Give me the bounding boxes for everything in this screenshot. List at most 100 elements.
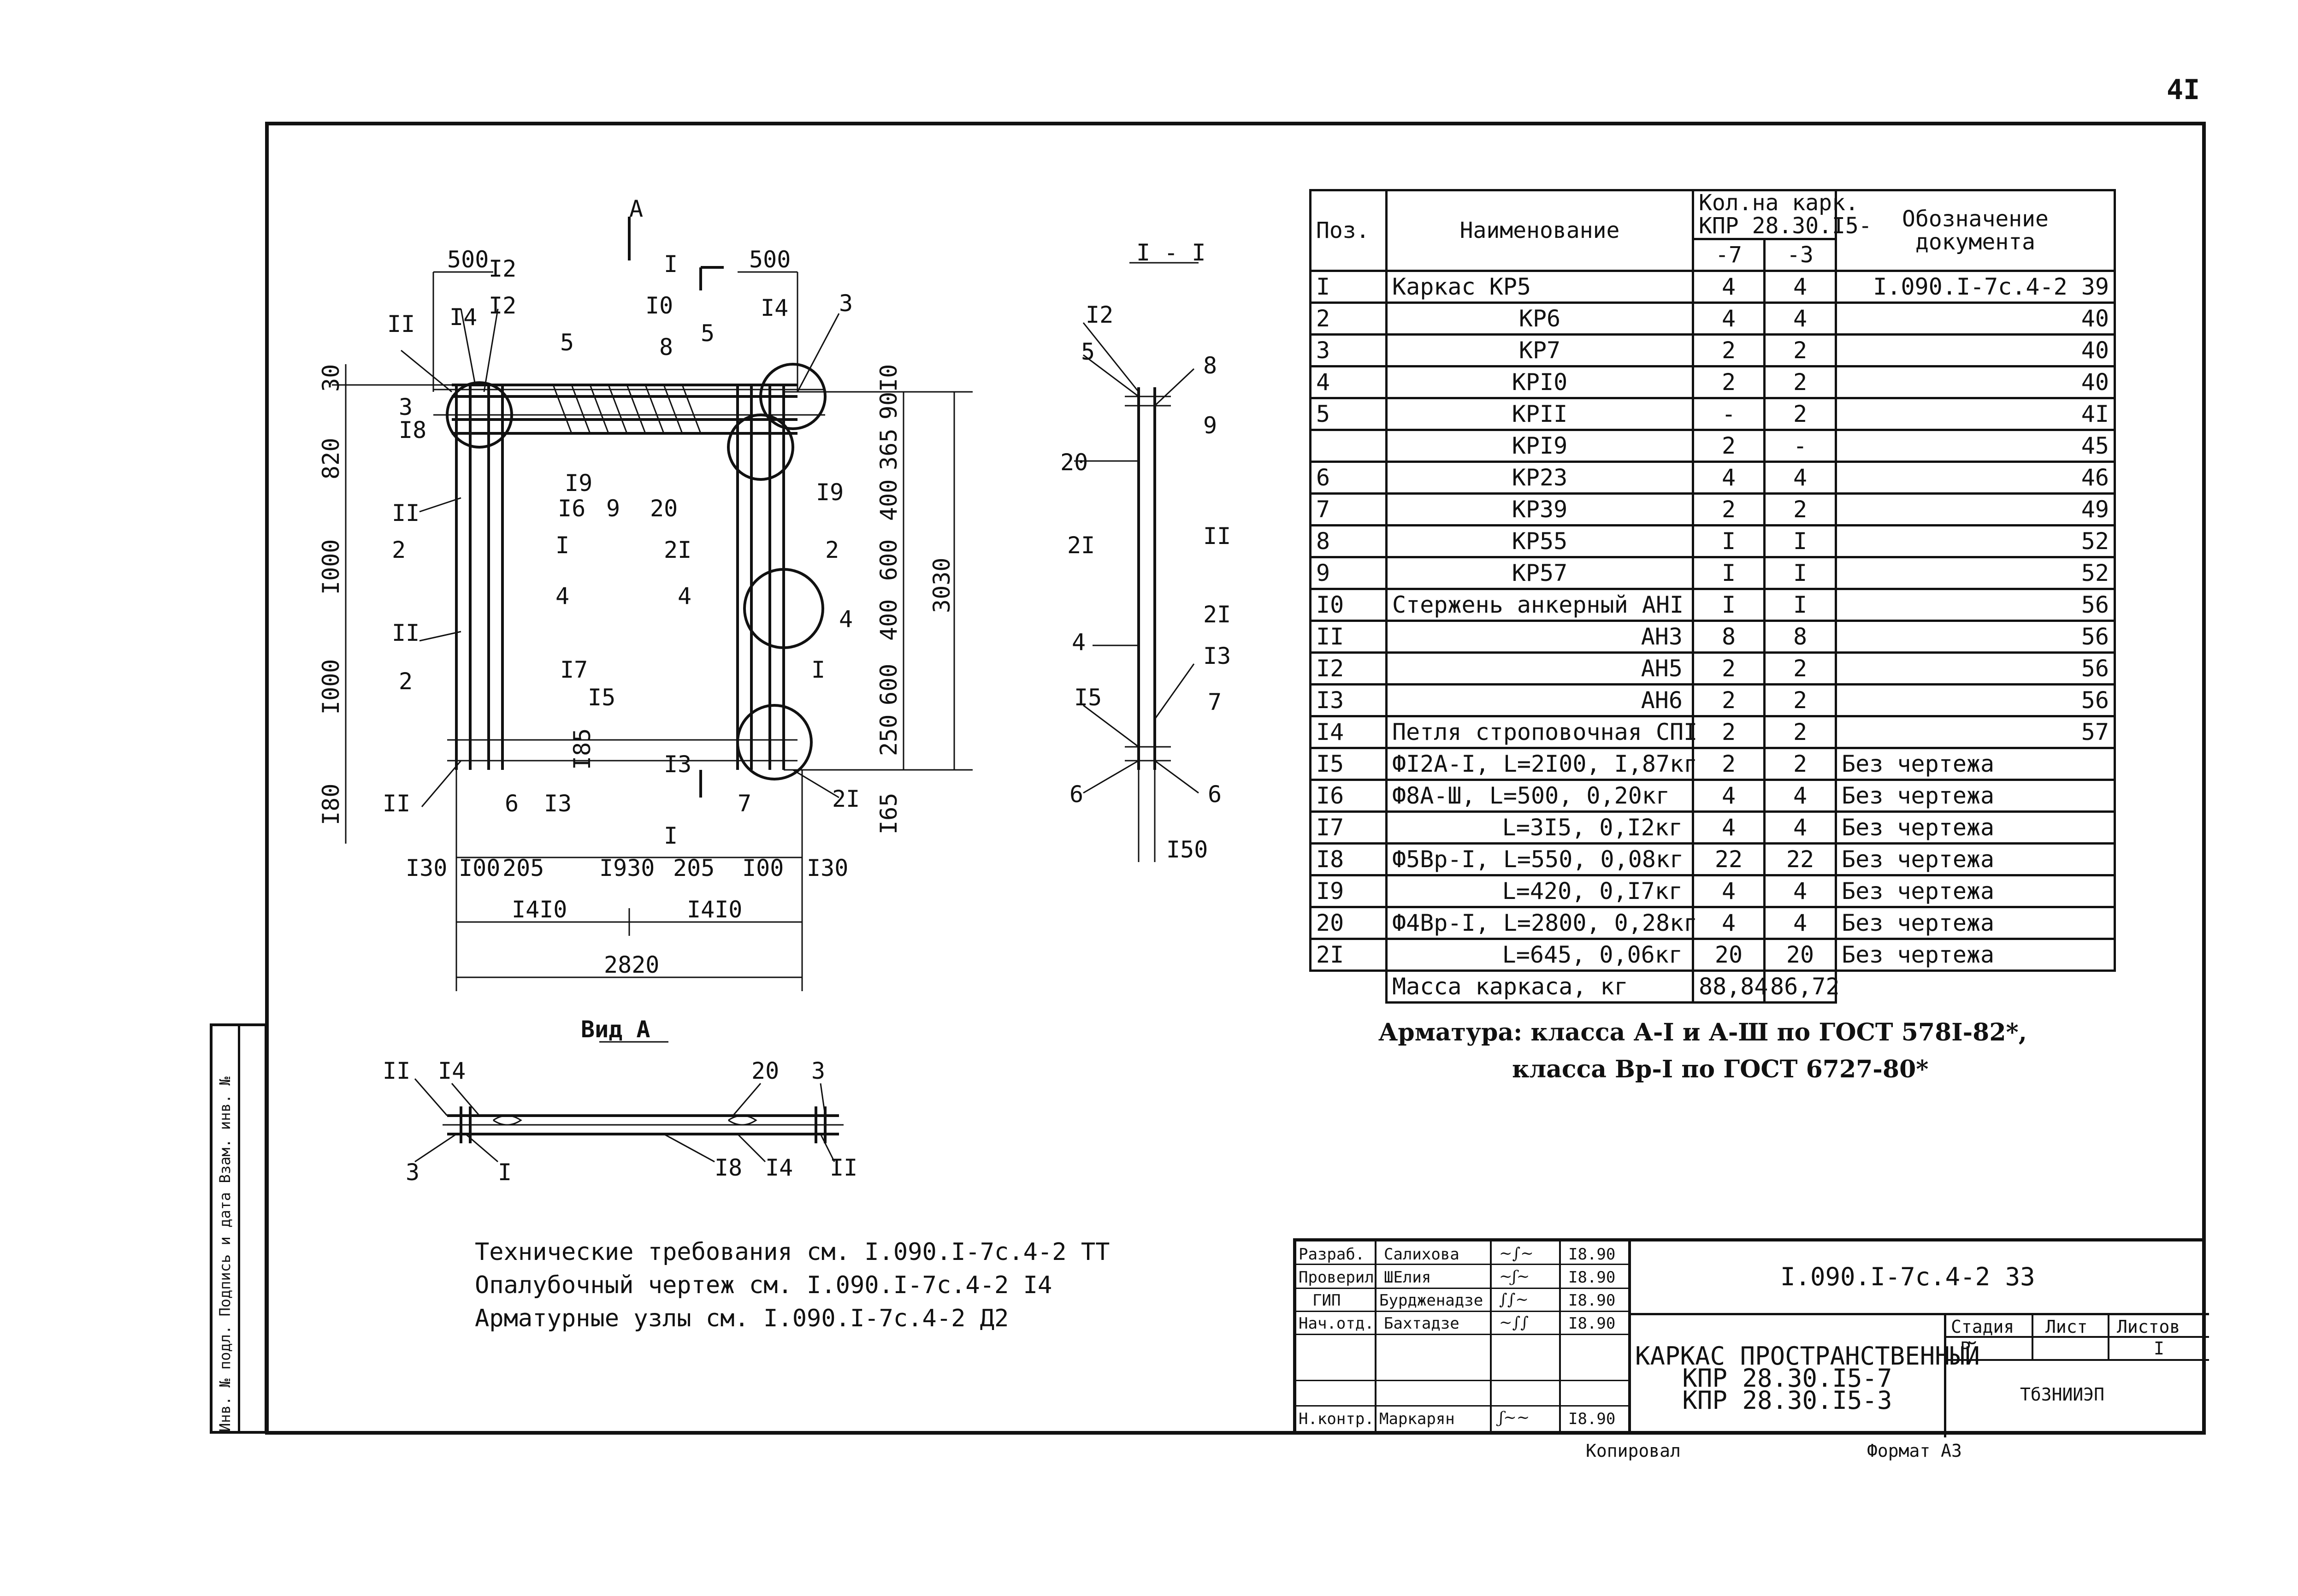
- section-mark-bottom: I: [664, 822, 678, 849]
- view-position-label: I4: [765, 1154, 793, 1181]
- header-qty-title: Кол.на карк.: [1699, 190, 1859, 216]
- date-label: I8.90: [1568, 1410, 1616, 1428]
- drawing-title: КАРКАС ПРОСТРАНСТВЕННЫЙ КПР 28.30.I5-7 К…: [1635, 1342, 1980, 1415]
- position-label: 3: [839, 290, 853, 317]
- dim-label: I00: [742, 855, 784, 881]
- dim-label: I65: [875, 793, 902, 834]
- signature-icon: ∫∫∼: [1499, 1290, 1529, 1309]
- view-position-label: 3: [406, 1159, 419, 1186]
- approval-side-strip: Инв. № подл. Подпись и дата Взам. инв. №: [210, 1023, 267, 1434]
- dim-label: 500: [749, 246, 791, 273]
- section-position-label: II: [1203, 523, 1231, 550]
- position-label: 4: [678, 583, 691, 609]
- view-position-label: I8: [715, 1154, 742, 1181]
- dim-label: 250: [875, 715, 902, 756]
- name-label: Бахтадзе: [1384, 1314, 1459, 1333]
- position-label: I: [555, 532, 569, 559]
- position-label: I9: [816, 479, 844, 506]
- side-strip-label: Инв. № подл. Подпись и дата Взам. инв. №: [216, 1076, 234, 1432]
- position-label: I4: [761, 295, 788, 321]
- header-qty: Кол.на карк. КПР 28.30.I5-: [1692, 189, 1872, 240]
- note-line: Опалубочный чертеж см. I.090.I-7с.4-2 I4: [475, 1271, 1052, 1299]
- dim-label: I000: [318, 659, 344, 715]
- section-title: I - I: [1136, 239, 1206, 266]
- date-label: I8.90: [1568, 1314, 1616, 1333]
- date-label: I8.90: [1568, 1268, 1616, 1287]
- dim-label: I85: [569, 728, 596, 770]
- section-position-label: I5: [1074, 684, 1102, 711]
- position-label: 9: [606, 495, 620, 522]
- section-position-label: 2I: [1203, 601, 1231, 628]
- section-position-label: 9: [1203, 412, 1217, 439]
- note-line: Арматурные узлы см. I.090.I-7с.4-2 Д2: [475, 1305, 1009, 1332]
- position-label: 4: [555, 583, 569, 609]
- organization-name: ТбЗНИИЭП: [2020, 1384, 2105, 1405]
- cage-plan-drawing: A I I 500 500 I2 I2 I4 I4 I0 8 5 5 3 3 I…: [318, 195, 973, 991]
- date-label: I8.90: [1568, 1245, 1616, 1264]
- dim-label: 820: [318, 438, 344, 479]
- name-label: Маркарян: [1379, 1410, 1455, 1428]
- role-label: ГИП: [1312, 1291, 1341, 1310]
- view-position-label: 20: [751, 1058, 779, 1084]
- signature-icon: ʃ∼∼: [1499, 1408, 1530, 1427]
- header-var-3: -3: [1763, 237, 1837, 272]
- section-position-label: I3: [1203, 643, 1231, 669]
- position-label: 2: [392, 537, 406, 563]
- signature-icon: ∼ʃ∼: [1499, 1267, 1530, 1286]
- name-label: Бурдженадзе: [1379, 1291, 1483, 1310]
- position-label: 4: [839, 606, 853, 632]
- section-drawing: I - I I2 5 8 9 20 2I II 2I 4 I3 I5 7 6 6…: [1060, 239, 1231, 863]
- dim-label: 600: [875, 664, 902, 705]
- position-label: I2: [489, 255, 516, 282]
- position-label: 2I: [832, 786, 860, 812]
- page-number: 4I: [2167, 74, 2200, 106]
- signature-icon: ∼∫∫: [1499, 1313, 1529, 1332]
- position-label: II: [392, 620, 419, 646]
- role-label: Разраб.: [1299, 1245, 1365, 1264]
- dim-label: 30: [318, 364, 344, 392]
- dim-label: I4I0: [512, 896, 567, 923]
- section-position-label: 2I: [1067, 532, 1095, 559]
- title-block: Разраб. Проверил ГИП Нач.отд. Н.контр. С…: [1293, 1238, 2209, 1437]
- dim-label: 90: [875, 392, 902, 420]
- view-title: Вид А: [581, 1016, 650, 1043]
- position-label: 2: [399, 668, 413, 695]
- dim-label: I00: [459, 855, 500, 881]
- header-doc-sub: документа: [1915, 229, 2036, 255]
- dim-label: 365: [875, 429, 902, 470]
- stage-value: Р: [1960, 1338, 1971, 1359]
- dim-label: 205: [673, 855, 715, 881]
- header-pos: Поз.: [1309, 189, 1388, 272]
- dim-label: I0: [875, 364, 902, 392]
- dim-label: I30: [406, 855, 447, 881]
- section-position-label: 7: [1208, 689, 1222, 715]
- specification-table: Поз. Наименование Кол.на карк. КПР 28.30…: [1309, 189, 2116, 1004]
- mass-label: Масса каркаса, кг: [1385, 969, 1694, 1004]
- position-label: 2: [825, 537, 839, 563]
- reinforcement-note-line2: класса Вр-I по ГОСТ 6727-80*: [1512, 1055, 1929, 1083]
- position-label: 2I: [664, 537, 691, 563]
- section-position-label: 20: [1060, 449, 1088, 476]
- section-mark-top: I: [664, 251, 678, 278]
- position-label: I3: [664, 751, 691, 778]
- view-arrow-label: A: [629, 195, 643, 222]
- position-label: 8: [659, 334, 673, 361]
- date-label: I8.90: [1568, 1291, 1616, 1310]
- position-label: I9: [565, 470, 592, 497]
- copied-label: Копировал: [1586, 1441, 1681, 1461]
- technical-notes: Технические требования см. I.090.I-7с.4-…: [475, 1235, 1110, 1335]
